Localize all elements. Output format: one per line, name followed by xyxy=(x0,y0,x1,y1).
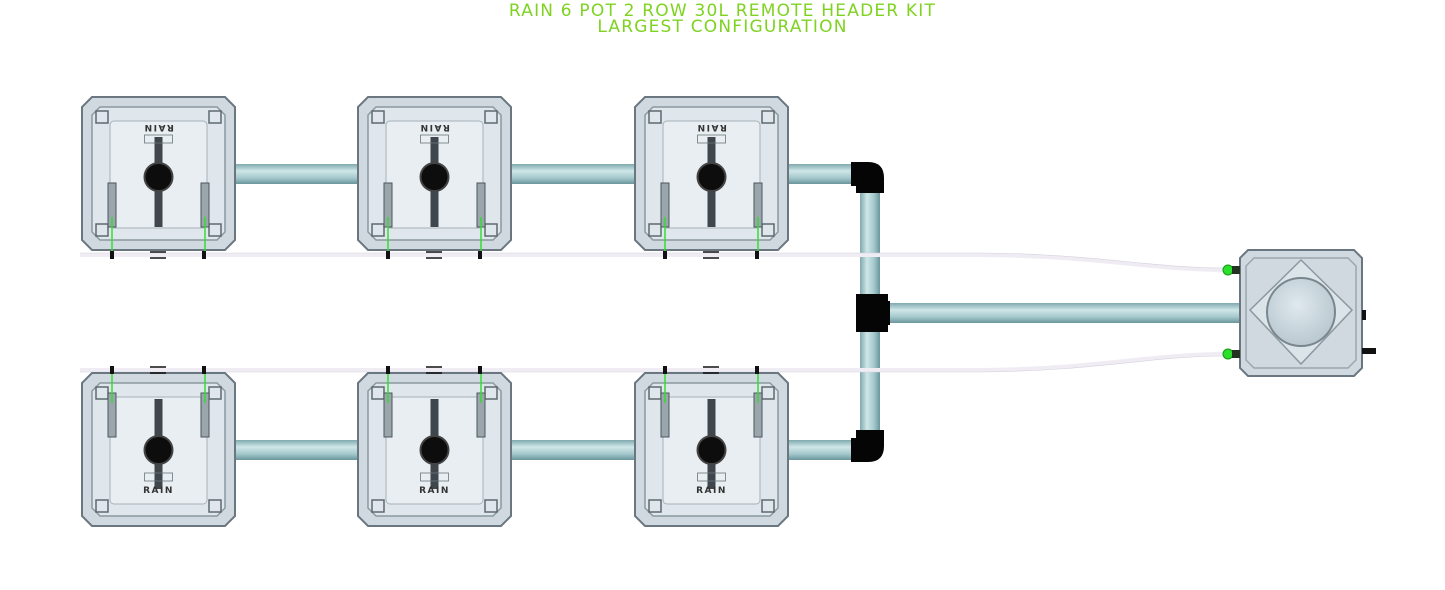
pot-corner-clip xyxy=(95,110,109,124)
pot-top-2: RAIN xyxy=(357,96,512,255)
pot-logo-grid xyxy=(420,134,449,144)
pipe-bottom-3 xyxy=(787,440,853,460)
pot-feed-hole xyxy=(696,162,727,192)
pot-feed-hole xyxy=(419,162,450,192)
pipe-network xyxy=(234,164,1240,460)
pot-feed-hole xyxy=(419,435,450,465)
tube-connectors xyxy=(1222,264,1240,360)
diagram-title-line-2: LARGEST CONFIGURATION xyxy=(597,17,848,37)
pot-corner-clip xyxy=(208,110,222,124)
pot-corner-clip xyxy=(648,110,662,124)
tube-clip xyxy=(478,366,482,374)
pot-tube-clips xyxy=(663,251,759,259)
pot-array: RAIN RAIN RAIN RAIN RAIN RAIN xyxy=(81,96,789,527)
pot-tube-clips xyxy=(663,366,759,374)
pot-top-1: RAIN xyxy=(81,96,236,255)
header-tank-lid xyxy=(1266,277,1336,347)
pot-feed-hole xyxy=(696,435,727,465)
pot-logo-grid xyxy=(697,134,726,144)
tube-clip xyxy=(663,366,667,374)
pipe-riser-bottom xyxy=(860,330,880,434)
pot-label: RAIN xyxy=(419,122,450,132)
tube-clip xyxy=(386,251,390,259)
header-tank-rim xyxy=(1245,257,1357,369)
pot-corner-clip xyxy=(484,223,498,237)
tube-clip xyxy=(110,251,114,259)
pot-bottom-3: RAIN xyxy=(634,372,789,527)
pot-logo-grid xyxy=(144,134,173,144)
connector-bottom xyxy=(1222,348,1234,360)
pipe-top-3 xyxy=(787,164,853,184)
pipe-main xyxy=(888,303,1240,323)
elbow-fitting-top xyxy=(851,162,884,193)
pot-corner-clip xyxy=(484,499,498,513)
tube-clip xyxy=(478,251,482,259)
pot-logo-grid xyxy=(144,472,173,482)
pipe-bottom-2 xyxy=(511,440,637,460)
drip-tube-bottom-edge xyxy=(80,355,1227,373)
pot-logo-grid xyxy=(420,472,449,482)
pot-tube-clips xyxy=(110,251,206,259)
header-tank-outlet xyxy=(1362,348,1376,354)
tee-fitting-stub xyxy=(884,301,890,325)
pot-corner-clip xyxy=(208,223,222,237)
drip-tube-top xyxy=(80,253,1227,272)
pot-label: RAIN xyxy=(143,122,174,132)
tube-clip xyxy=(663,251,667,259)
pot-corner-clip xyxy=(95,499,109,513)
connector-top-body xyxy=(1232,266,1240,274)
drip-tube-top-edge xyxy=(80,252,1227,269)
tube-clip xyxy=(755,366,759,374)
pot-label: RAIN xyxy=(696,122,727,132)
remote-header-tank-icon xyxy=(1239,249,1376,377)
tube-clip xyxy=(386,366,390,374)
pot-corner-clip xyxy=(208,499,222,513)
pot-corner-clip xyxy=(371,110,385,124)
tube-clip xyxy=(202,251,206,259)
pot-bottom-2: RAIN xyxy=(357,372,512,527)
pot-feed-hole xyxy=(143,162,174,192)
pot-bottom-1: RAIN xyxy=(81,372,236,527)
pot-feed-hole xyxy=(143,435,174,465)
connector-top xyxy=(1222,264,1234,276)
pot-corner-clip xyxy=(371,223,385,237)
connector-bottom-body xyxy=(1232,350,1240,358)
pot-corner-clip xyxy=(761,223,775,237)
pipe-top-2 xyxy=(511,164,637,184)
pot-top-3: RAIN xyxy=(634,96,789,255)
pipe-riser-top xyxy=(860,190,880,296)
pot-tube-clips xyxy=(386,366,482,374)
tube-clip xyxy=(110,366,114,374)
pot-corner-clip xyxy=(95,223,109,237)
tube-clip xyxy=(755,251,759,259)
pot-tube-clips xyxy=(110,366,206,374)
pot-tube-clips xyxy=(386,251,482,259)
fittings xyxy=(851,162,890,462)
elbow-fitting-bottom xyxy=(851,430,884,462)
diagram-title-line-1: RAIN 6 POT 2 ROW 30L REMOTE HEADER KIT xyxy=(508,1,937,21)
drip-tubes xyxy=(80,253,1227,372)
tube-clip xyxy=(202,366,206,374)
pot-label: RAIN xyxy=(143,486,174,496)
pot-corner-clip xyxy=(371,499,385,513)
pot-corner-clip xyxy=(648,499,662,513)
pot-corner-clip xyxy=(761,499,775,513)
pot-corner-clip xyxy=(761,110,775,124)
drip-tube-bottom xyxy=(80,352,1227,372)
drip-tube-outline xyxy=(80,252,1227,373)
pot-label: RAIN xyxy=(419,486,450,496)
pot-corner-clip xyxy=(484,110,498,124)
pot-logo-grid xyxy=(697,472,726,482)
pipe-bottom-1 xyxy=(234,440,360,460)
pot-label: RAIN xyxy=(696,486,727,496)
pot-corner-clip xyxy=(648,223,662,237)
pipe-top-1 xyxy=(234,164,360,184)
header-tank-float-arm xyxy=(1362,310,1366,320)
tee-fitting xyxy=(856,294,888,332)
